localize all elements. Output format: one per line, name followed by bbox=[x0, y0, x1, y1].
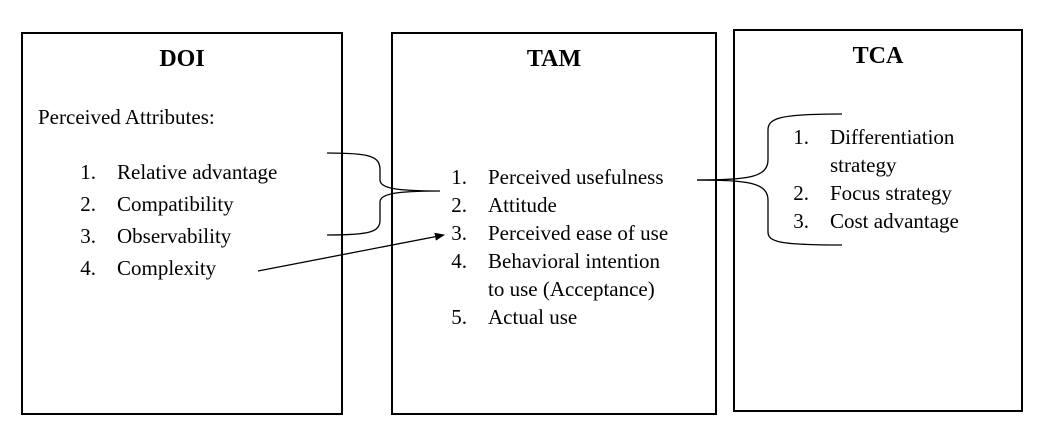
tca-item-differentiation: Differentiation bbox=[830, 125, 955, 149]
tca-item-1-num: 1. bbox=[793, 125, 809, 149]
tca-item-2-num: 2. bbox=[793, 181, 809, 205]
tam-item-2-num: 2. bbox=[451, 193, 467, 217]
tam-item-4-num: 4. bbox=[451, 249, 467, 273]
tam-item-3-num: 3. bbox=[451, 221, 467, 245]
doi-item-relative-advantage: Relative advantage bbox=[117, 160, 278, 184]
doi-item-3-num: 3. bbox=[80, 224, 96, 248]
tca-item-differentiation-line2: strategy bbox=[830, 153, 897, 177]
tca-title: TCA bbox=[852, 43, 904, 69]
doi-subtitle: Perceived Attributes: bbox=[38, 105, 215, 129]
tam-item-5-num: 5. bbox=[451, 305, 467, 329]
doi-item-2-num: 2. bbox=[80, 192, 96, 216]
tam-item-perceived-ease-of-use: Perceived ease of use bbox=[488, 221, 669, 245]
doi-item-observability: Observability bbox=[117, 224, 232, 248]
doi-item-compatibility: Compatibility bbox=[117, 192, 234, 216]
tam-box bbox=[391, 32, 717, 415]
doi-item-1-num: 1. bbox=[80, 160, 96, 184]
tca-item-cost-advantage: Cost advantage bbox=[830, 209, 959, 233]
doi-item-complexity: Complexity bbox=[117, 256, 217, 280]
tam-item-1-num: 1. bbox=[451, 165, 467, 189]
doi-item-4-num: 4. bbox=[80, 256, 96, 280]
tam-item-perceived-usefulness: Perceived usefulness bbox=[488, 165, 664, 189]
doi-title: DOI bbox=[159, 46, 205, 72]
tam-item-behavioral-intention: Behavioral intention bbox=[488, 249, 661, 273]
tam-item-actual-use: Actual use bbox=[488, 305, 578, 329]
doi-box bbox=[21, 32, 343, 415]
tam-item-attitude: Attitude bbox=[488, 193, 557, 217]
tam-title: TAM bbox=[526, 46, 582, 72]
tca-item-focus-strategy: Focus strategy bbox=[830, 181, 952, 205]
tca-item-3-num: 3. bbox=[793, 209, 809, 233]
tam-item-behavioral-intention-line2: to use (Acceptance) bbox=[488, 277, 655, 301]
